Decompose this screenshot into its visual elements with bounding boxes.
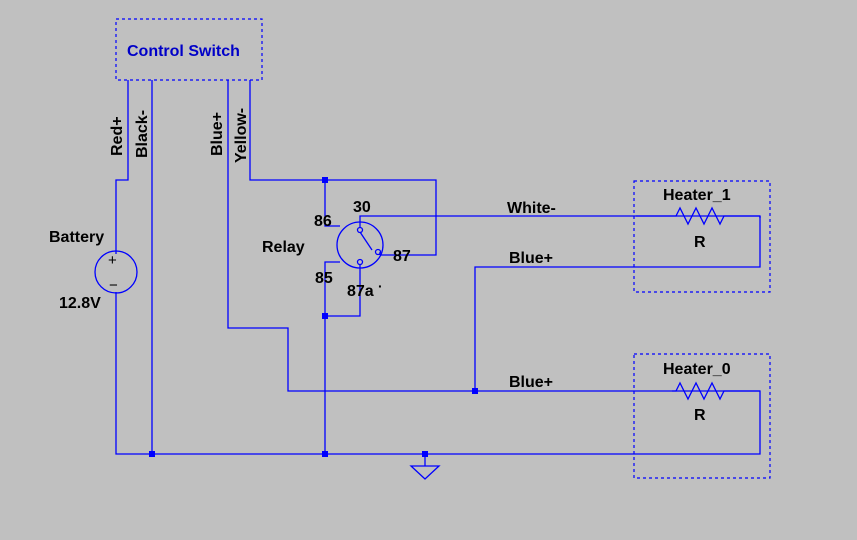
heater-0-name: Heater_0 (663, 361, 731, 378)
junction-dots (149, 177, 478, 457)
battery-icon (94, 250, 138, 294)
wire-ground-bus[interactable] (115, 292, 735, 455)
wire-label-blue-plus-bottom: Blue+ (509, 374, 553, 391)
wire-relay-85[interactable] (324, 261, 340, 454)
battery-label: Battery (49, 229, 104, 246)
battery-component[interactable]: + − (94, 250, 138, 294)
wire-label-white-minus: White- (507, 200, 556, 217)
wire-label-yellow-minus: Yellow- (233, 108, 250, 163)
heater-0-resistor-label: R (694, 407, 706, 424)
junction-dot (322, 313, 328, 319)
heater-1-block[interactable] (633, 180, 771, 293)
relay-switch-arm (359, 231, 373, 251)
wire-network (115, 80, 761, 466)
heater-1-resistor-icon (672, 206, 760, 226)
wire-relay-87a[interactable] (325, 272, 361, 317)
heater-0-box (633, 353, 771, 479)
heater-1-resistor-label: R (694, 234, 706, 251)
junction-dot (322, 177, 328, 183)
relay-tick-mark: · (378, 278, 383, 294)
ground-icon (409, 465, 441, 480)
battery-minus-sign: − (109, 277, 118, 294)
junction-dot (422, 451, 428, 457)
wire-red-plus[interactable] (115, 80, 129, 250)
relay-contact-30 (356, 226, 364, 234)
heater-1-box (633, 180, 771, 293)
relay-pin-30: 30 (353, 199, 371, 216)
wire-blue-plus-main[interactable] (227, 80, 761, 455)
wire-yellow-minus[interactable] (249, 80, 437, 256)
relay-pin-86: 86 (314, 213, 332, 230)
wire-blue-plus-heater1[interactable] (474, 218, 761, 391)
battery-plus-sign: + (108, 252, 117, 269)
heater-0-resistor-icon (672, 381, 760, 401)
relay-pin-85: 85 (315, 270, 333, 287)
control-switch-title: Control Switch (127, 43, 240, 60)
control-switch-block[interactable] (115, 18, 263, 81)
junction-dot (322, 451, 328, 457)
wire-label-blue-plus: Blue+ (209, 112, 226, 156)
relay-component[interactable] (336, 218, 384, 272)
junction-dot (472, 388, 478, 394)
wire-label-blue-plus-top: Blue+ (509, 250, 553, 267)
battery-voltage: 12.8V (59, 295, 101, 312)
heater-1-name: Heater_1 (663, 187, 731, 204)
relay-pin-87: 87 (393, 248, 411, 265)
heater-0-block[interactable] (633, 353, 771, 479)
wire-label-red-plus: Red+ (109, 116, 126, 156)
relay-icon (336, 221, 384, 269)
relay-label: Relay (262, 239, 305, 256)
wire-label-black-minus: Black- (134, 110, 151, 158)
relay-contact-87a (356, 258, 364, 266)
junction-dot (149, 451, 155, 457)
wire-relay-86[interactable] (324, 180, 340, 227)
relay-pin-87a: 87a (347, 283, 374, 300)
